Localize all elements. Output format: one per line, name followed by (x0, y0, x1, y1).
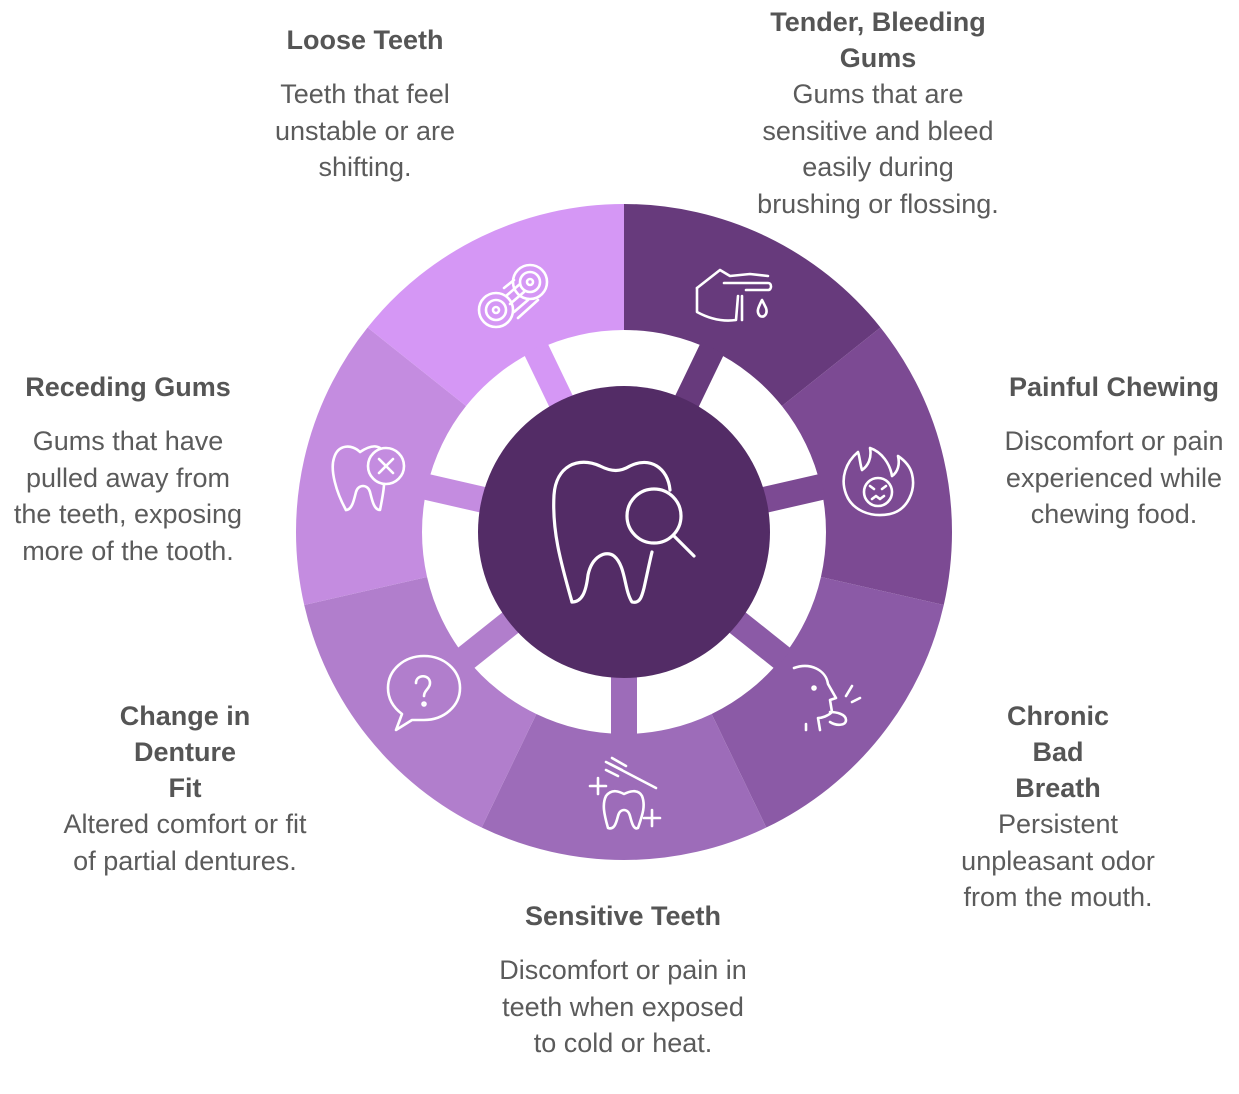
tooth-magnifier-icon (552, 460, 696, 604)
segment-label-painful-chewing: Painful Chewing Discomfort or pain exper… (994, 369, 1234, 533)
segment-title: Sensitive Teeth (524, 901, 722, 931)
segment-label-loose-teeth: Loose Teeth Teeth that feel unstable or … (240, 22, 490, 186)
tooth-x-icon (331, 445, 406, 512)
question-bubble-icon (386, 654, 462, 732)
ring-segment-loose-teeth (367, 204, 624, 407)
segment-title: Tender, Bleeding Gums (770, 7, 986, 73)
segment-description: Teeth that feel unstable or are shifting… (274, 79, 456, 182)
angry-face-flame-icon (842, 446, 915, 517)
connector-receding-gums (422, 473, 499, 516)
segment-title: Chronic Bad Breath (1006, 701, 1109, 803)
segment-label-receding-gums: Receding Gums Gums that have pulled away… (6, 369, 250, 569)
segment-description: Discomfort or pain experienced while che… (1004, 426, 1224, 529)
segment-title: Painful Chewing (1008, 372, 1219, 402)
segment-label-tender-bleeding-gums: Tender, Bleeding Gums Gums that are sens… (748, 4, 1008, 222)
ring-segment-sensitive-teeth (481, 713, 767, 860)
segment-description: Gums that have pulled away from the teet… (13, 426, 243, 566)
segment-label-chronic-bad-breath: Chronic Bad Breath Persistent unpleasant… (938, 698, 1178, 916)
connector-painful-chewing (749, 473, 826, 516)
segment-description: Altered comfort or fit of partial dentur… (63, 809, 307, 876)
segment-title: Receding Gums (25, 372, 231, 402)
segment-title: Change in Denture Fit (119, 701, 251, 803)
ring-segment-chronic-bad-breath (711, 576, 944, 828)
segment-description: Discomfort or pain in teeth when exposed… (499, 955, 747, 1058)
ring-segment-receding-gums (295, 327, 467, 605)
finger-drop-icon (695, 268, 773, 322)
segment-label-change-in-denture-fit: Change in Denture Fit Altered comfort or… (54, 698, 316, 879)
segment-title: Loose Teeth (286, 25, 444, 55)
segment-label-sensitive-teeth: Sensitive Teeth Discomfort or pain in te… (490, 898, 756, 1062)
ring-segment-tender-bleeding-gums (624, 204, 881, 407)
face-breath-icon (792, 664, 862, 732)
tooth-brush-sparkle-icon (588, 756, 662, 830)
rope-coil-icon (477, 263, 549, 329)
segment-description: Persistent unpleasant odor from the mout… (961, 809, 1155, 912)
center-hub (478, 386, 770, 678)
segment-description: Gums that are sensitive and bleed easily… (757, 79, 999, 219)
ring-segment-change-in-denture-fit (304, 576, 537, 828)
